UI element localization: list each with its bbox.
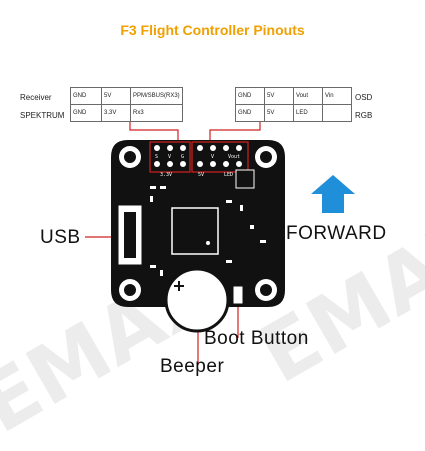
table-cell: 5V bbox=[101, 87, 131, 105]
mounting-hole-inner bbox=[124, 151, 272, 296]
forward-label: FORWARD bbox=[286, 223, 387, 244]
boot-button-label: Boot Button bbox=[204, 328, 309, 349]
row-label-rgb: RGB bbox=[355, 111, 373, 120]
forward-arrow-icon bbox=[311, 175, 355, 213]
table-cell: GND bbox=[70, 104, 102, 122]
leader-line-right bbox=[209, 122, 261, 142]
leader-line-left bbox=[129, 122, 179, 142]
beeper-label: Beeper bbox=[160, 356, 225, 377]
silk-left-s: S bbox=[155, 154, 158, 160]
table-cell bbox=[322, 104, 352, 122]
table-cell: 3.3V bbox=[101, 104, 131, 122]
table-cell: PPM/SBUS(RX3) bbox=[130, 87, 183, 105]
page-title: F3 Flight Controller Pinouts bbox=[120, 22, 305, 38]
board-diagram: S V G 3.3V V Vout 5V LED bbox=[85, 122, 355, 365]
boot-button bbox=[232, 285, 244, 305]
table-row: GND 5V Vout Vin bbox=[235, 87, 352, 105]
right-pinout-table: GND 5V Vout Vin GND 5V LED bbox=[235, 87, 352, 122]
gyro-chip bbox=[235, 169, 255, 189]
table-cell: LED bbox=[293, 104, 323, 122]
usb-label: USB bbox=[40, 227, 81, 248]
row-label-receiver: Receiver bbox=[20, 93, 52, 102]
table-cell: GND bbox=[235, 87, 265, 105]
mcu-chip bbox=[171, 207, 219, 255]
row-label-osd: OSD bbox=[355, 93, 373, 102]
table-cell: GND bbox=[235, 104, 265, 122]
row-label-spektrum: SPEKTRUM bbox=[20, 111, 65, 120]
silk-left-33v: 3.3V bbox=[160, 172, 172, 178]
silk-right-5v: 5V bbox=[198, 172, 204, 178]
silk-right-led: LED bbox=[224, 172, 233, 178]
silk-left-g: G bbox=[181, 154, 184, 160]
beeper-plus-icon bbox=[174, 281, 184, 291]
smd-components bbox=[150, 186, 266, 276]
table-cell: Rx3 bbox=[130, 104, 183, 122]
silk-right-v: V bbox=[211, 154, 214, 160]
silk-right-vout: Vout bbox=[228, 154, 240, 160]
left-header-box bbox=[149, 141, 191, 173]
table-row: GND 5V PPM/SBUS(RX3) bbox=[70, 87, 183, 105]
header-silkscreen: S V G 3.3V V Vout 5V LED bbox=[155, 154, 240, 178]
usb-port bbox=[124, 212, 136, 258]
mcu-pin1-dot bbox=[206, 241, 210, 245]
table-row: GND 3.3V Rx3 bbox=[70, 104, 183, 122]
table-cell: Vin bbox=[322, 87, 352, 105]
table-cell: 5V bbox=[264, 87, 294, 105]
table-cell: Vout bbox=[293, 87, 323, 105]
table-row: GND 5V LED bbox=[235, 104, 352, 122]
right-header-box bbox=[191, 141, 249, 173]
silk-left-v: V bbox=[168, 154, 171, 160]
table-cell: GND bbox=[70, 87, 102, 105]
beeper bbox=[164, 267, 230, 333]
left-pinout-table: GND 5V PPM/SBUS(RX3) GND 3.3V Rx3 bbox=[70, 87, 183, 122]
header-pads bbox=[154, 145, 242, 167]
table-cell: 5V bbox=[264, 104, 294, 122]
